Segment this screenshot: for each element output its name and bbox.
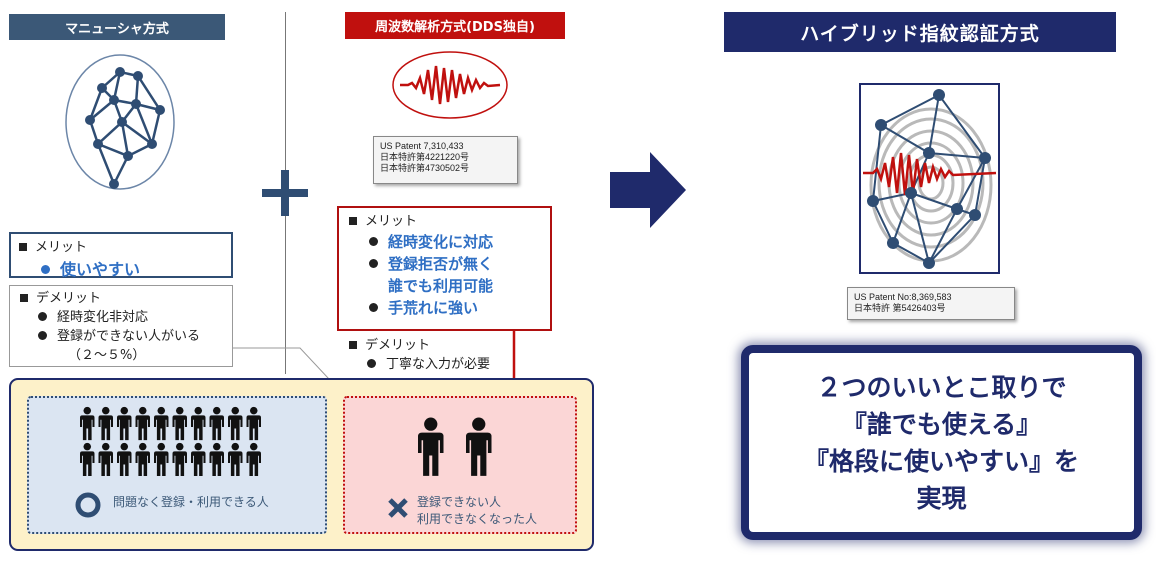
minutiae-demerit-item: 登録ができない人がいる: [57, 329, 201, 344]
person-icon: [418, 417, 444, 476]
ok-label-text: 問題なく登録・利用できる人: [113, 495, 269, 509]
minutiae-graph-icon: [65, 54, 175, 190]
dds-header-text: 周波数解析方式(DDS独自): [375, 20, 535, 35]
person-icon: [98, 442, 113, 476]
bullet-dot-icon: [369, 303, 378, 312]
minutiae-header: マニューシャ方式: [9, 14, 225, 40]
hybrid-result-box: ２つのいいとこ取りで 『誰でも使える』 『格段に使いやすい』を 実現: [741, 345, 1142, 540]
person-icon: [80, 442, 95, 476]
patent-line: 日本特許第4730502号: [380, 163, 470, 173]
person-icon: [135, 406, 150, 441]
dds-merit-item: 登録拒否が無く: [388, 255, 494, 273]
circle-mark-icon: [75, 492, 101, 518]
bullet-dot-icon: [38, 312, 47, 321]
ok-people-icons: [80, 406, 261, 476]
person-icon: [228, 442, 243, 476]
dds-demerit-heading: デメリット: [365, 338, 431, 353]
ng-group-box: [343, 396, 577, 534]
person-icon: [154, 442, 169, 476]
ok-label: 問題なく登録・利用できる人: [113, 494, 273, 511]
patent-line: US Patent 7,310,433: [380, 141, 464, 151]
minutiae-demerit-item: 経時変化非対応: [57, 310, 149, 325]
person-icon: [135, 442, 150, 476]
bullet-square-icon: [349, 216, 357, 225]
dds-merit-item: 誰でも利用可能: [388, 277, 494, 295]
minutiae-merit-item: 使いやすい: [60, 260, 141, 279]
minutiae-demerit-heading: デメリット: [36, 291, 102, 306]
result-line: 『誰でも使える』: [841, 409, 1042, 439]
result-line: 実現: [916, 483, 967, 513]
minutiae-demerit-box: デメリット 経時変化非対応 登録ができない人がいる （２～５%）: [9, 285, 233, 367]
hybrid-patent-box: US Patent No:8,369,583 日本特許 第5426403号: [847, 287, 1015, 320]
bullet-square-icon: [20, 293, 28, 302]
bullet-dot-icon: [38, 331, 47, 340]
ng-label-line: 登録できない人: [417, 495, 502, 509]
person-icon: [246, 442, 261, 476]
bullet-dot-icon: [41, 265, 50, 274]
bullet-dot-icon: [367, 359, 376, 368]
dds-demerit-item: 丁寧な入力が必要: [386, 357, 491, 372]
minutiae-merit-heading: メリット: [35, 240, 88, 255]
person-icon: [98, 406, 113, 441]
person-icon: [172, 406, 187, 441]
person-icon: [191, 406, 206, 441]
patent-line: 日本特許第4221220号: [380, 152, 470, 162]
dds-merit-item: 手荒れに強い: [388, 299, 479, 317]
plus-icon: [262, 170, 308, 216]
person-icon: [209, 406, 224, 441]
person-icon: [117, 442, 132, 476]
result-line: ２つのいいとこ取りで: [816, 372, 1067, 402]
minutiae-demerit-note: （２～５%）: [68, 348, 146, 363]
dds-merit-heading: メリット: [365, 214, 418, 229]
patent-line: US Patent No:8,369,583: [854, 292, 952, 302]
bullet-dot-icon: [369, 237, 378, 246]
person-icon: [80, 406, 95, 441]
person-icon: [209, 442, 224, 476]
right-arrow-icon: [610, 152, 686, 228]
person-icon: [191, 442, 206, 476]
person-icon: [154, 406, 169, 441]
person-icon: [117, 406, 132, 441]
person-icon: [246, 406, 261, 441]
result-line: 『格段に使いやすい』を: [803, 446, 1079, 476]
dds-merit-box: メリット 経時変化に対応 登録拒否が無く 誰でも利用可能 手荒れに強い: [337, 206, 552, 331]
bullet-square-icon: [349, 340, 357, 349]
dds-merit-item: 経時変化に対応: [388, 233, 494, 251]
minutiae-merit-box: メリット 使いやすい: [9, 232, 233, 279]
hybrid-header: ハイブリッド指紋認証方式: [724, 12, 1116, 52]
bullet-square-icon: [19, 242, 27, 251]
dds-demerit: デメリット 丁寧な入力が必要: [349, 336, 490, 374]
hybrid-fingerprint-icon: [859, 83, 1000, 274]
ng-label-line: 利用できなくなった人: [417, 512, 538, 526]
person-icon: [466, 417, 492, 476]
person-icon: [172, 442, 187, 476]
dds-patent-box: US Patent 7,310,433 日本特許第4221220号 日本特許第4…: [373, 136, 518, 184]
ng-people-icons: [418, 417, 492, 476]
minutiae-header-text: マニューシャ方式: [65, 21, 169, 37]
person-icon: [228, 406, 243, 441]
ng-label: 登録できない人 利用できなくなった人: [417, 494, 537, 528]
patent-line: 日本特許 第5426403号: [854, 303, 946, 313]
wave-icon: [392, 51, 508, 119]
hybrid-header-text: ハイブリッド指紋認証方式: [800, 22, 1040, 45]
bullet-dot-icon: [369, 259, 378, 268]
cross-mark-icon: [388, 498, 408, 518]
dds-header: 周波数解析方式(DDS独自): [345, 12, 565, 39]
